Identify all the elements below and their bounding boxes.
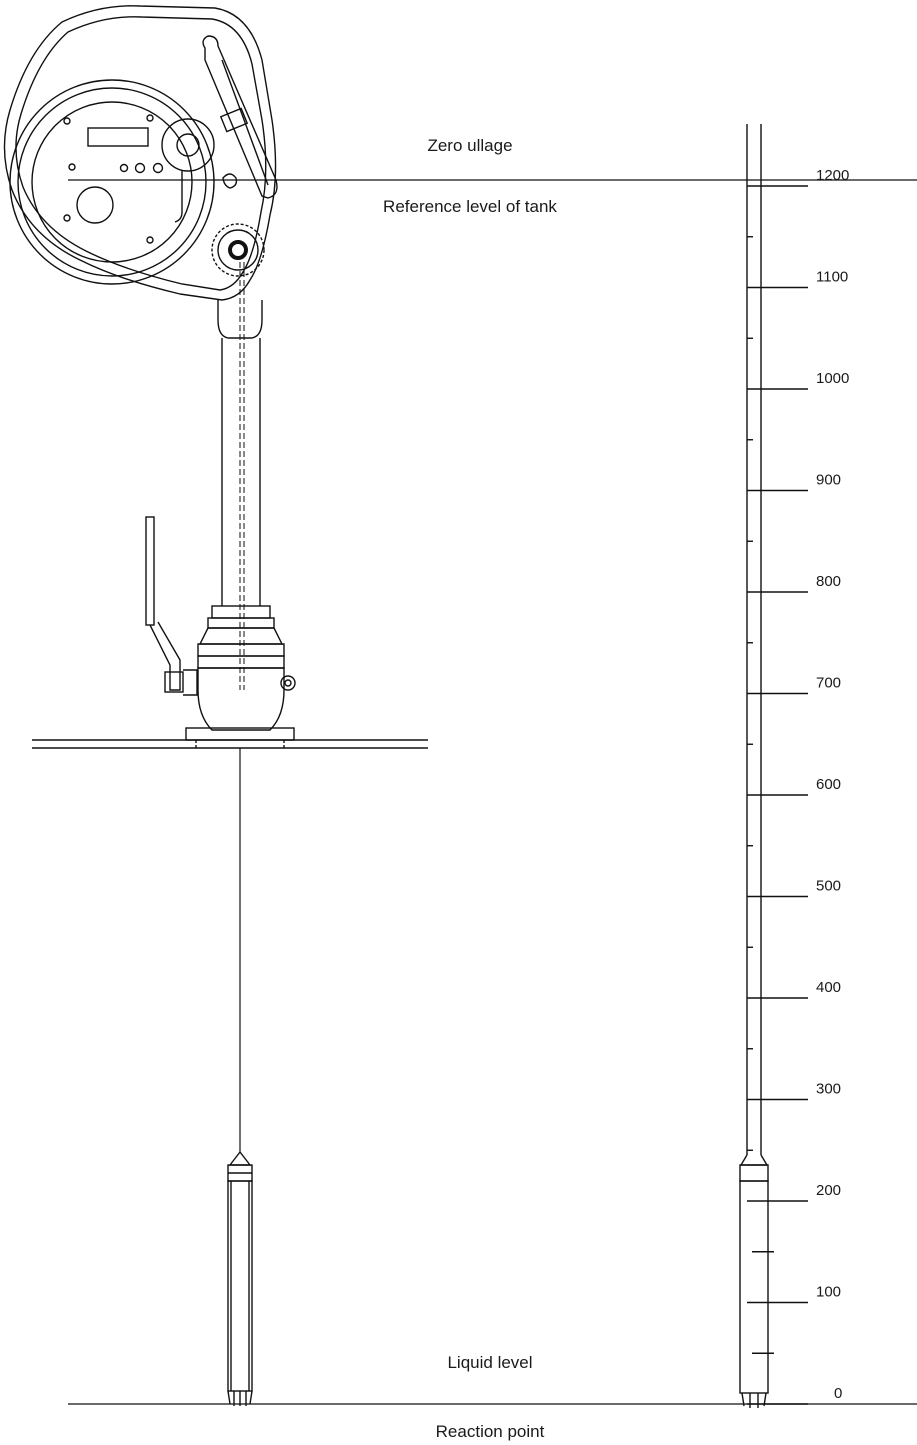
zero-ullage-label: Zero ullage (427, 136, 512, 155)
gauge-head-unit (3, 5, 278, 339)
stilling-pipe (221, 262, 261, 690)
main-drum (9, 79, 215, 285)
scale-tick-label: 1100 (816, 269, 848, 286)
display-window (87, 127, 149, 147)
scale-tick-label: 600 (816, 776, 841, 793)
scale-tick-label: 900 (816, 472, 841, 489)
level-scale (739, 124, 808, 1408)
scale-tick-label: 1000 (816, 370, 849, 387)
valve-handle (145, 516, 155, 626)
scale-tick-label: 700 (816, 675, 841, 692)
scale-ticks (747, 185, 808, 1405)
button-2 (134, 162, 146, 174)
reaction-point-label: Reaction point (436, 1422, 545, 1441)
measuring-probe (227, 748, 253, 1406)
liquid-level-label: Liquid level (447, 1353, 532, 1372)
button-1 (119, 163, 129, 173)
reference-level-label: Reference level of tank (383, 197, 557, 216)
tank-roof (32, 739, 428, 749)
valve-assembly (145, 516, 296, 748)
scale-tick-label: 500 (816, 878, 841, 895)
large-knob (76, 186, 114, 224)
scale-tick-label: 1200 (816, 167, 849, 184)
scale-tick-label: 800 (816, 573, 841, 590)
scale-tick-label: 100 (816, 1284, 841, 1301)
scale-tick-label: 200 (816, 1182, 841, 1199)
toothed-wheel (211, 223, 265, 277)
scale-tick-label: 0 (834, 1385, 842, 1402)
button-3 (152, 162, 164, 174)
scale-tick-label: 300 (816, 1081, 841, 1098)
scale-tick-label: 400 (816, 979, 841, 996)
guide-wheel (161, 118, 215, 172)
